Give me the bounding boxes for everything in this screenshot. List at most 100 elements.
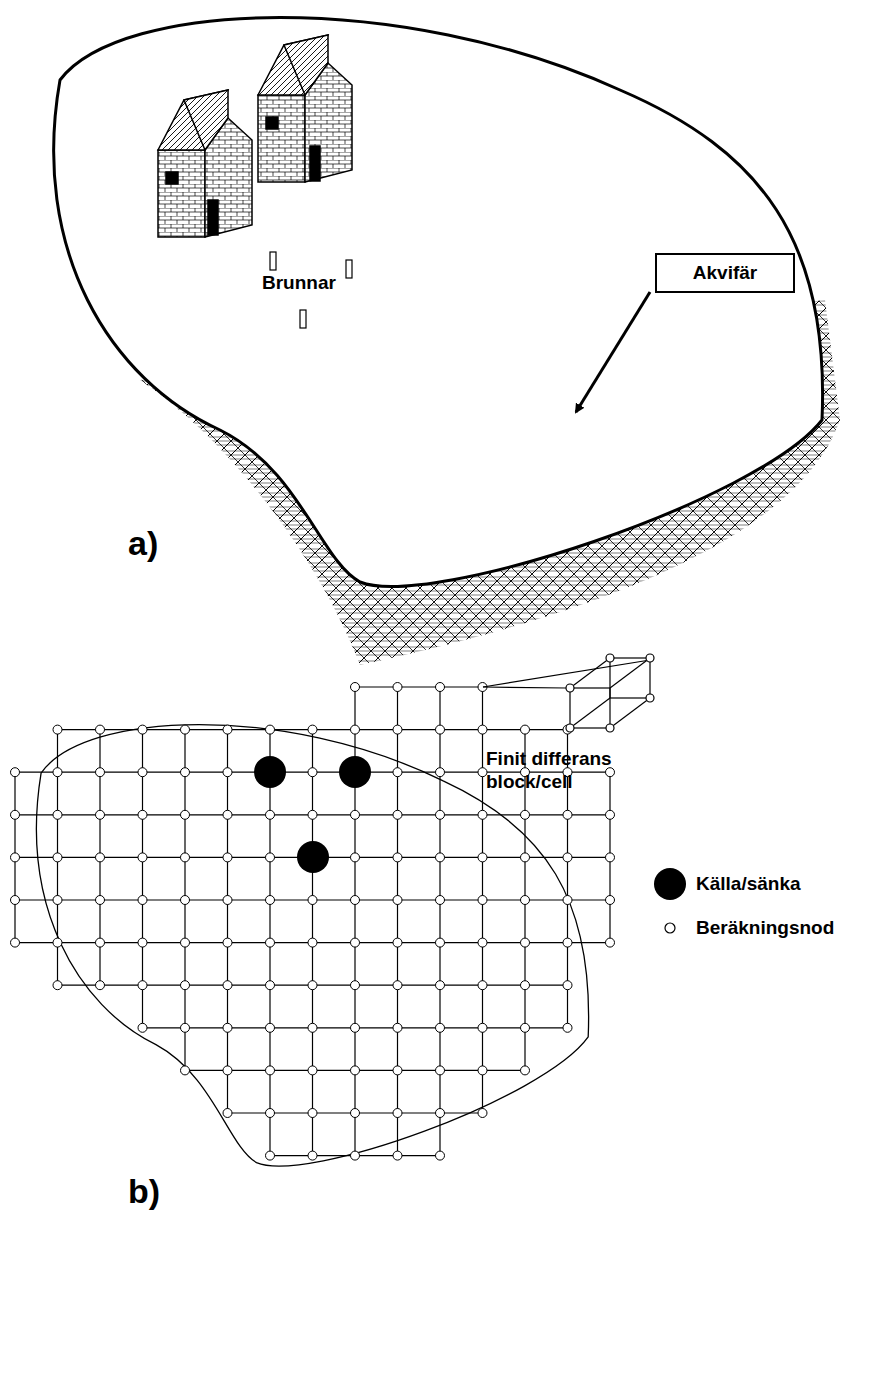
grid-line bbox=[482, 985, 483, 1028]
computation-node bbox=[96, 896, 105, 905]
computation-node bbox=[393, 1023, 402, 1032]
computation-node bbox=[53, 938, 62, 947]
computation-node bbox=[351, 1023, 360, 1032]
computation-node bbox=[308, 725, 317, 734]
computation-node bbox=[181, 768, 190, 777]
computation-node bbox=[606, 938, 615, 947]
computation-node bbox=[563, 1023, 572, 1032]
grid-line bbox=[397, 815, 398, 858]
leader-arrow bbox=[576, 292, 650, 412]
computation-node bbox=[266, 1066, 275, 1075]
computation-node bbox=[436, 1066, 445, 1075]
computation-node bbox=[606, 768, 615, 777]
grid-line bbox=[269, 943, 270, 986]
grid-line bbox=[269, 857, 270, 900]
grid-line bbox=[269, 1070, 270, 1113]
computation-node bbox=[351, 810, 360, 819]
grid-line bbox=[227, 985, 228, 1028]
computation-node bbox=[308, 768, 317, 777]
grid-line bbox=[354, 1113, 355, 1156]
computation-node bbox=[563, 810, 572, 819]
computation-node bbox=[478, 1066, 487, 1075]
computation-node bbox=[308, 1109, 317, 1118]
grid-line bbox=[227, 772, 228, 815]
computation-node bbox=[436, 896, 445, 905]
computation-node bbox=[138, 725, 147, 734]
computation-node bbox=[96, 853, 105, 862]
grid-line bbox=[142, 943, 143, 986]
grid-line bbox=[354, 1028, 355, 1071]
legend-label: Beräkningsnod bbox=[696, 917, 834, 939]
grid-line bbox=[184, 943, 185, 986]
computation-node bbox=[96, 768, 105, 777]
grid-line bbox=[57, 730, 58, 773]
grid-line bbox=[99, 943, 100, 986]
grid-line bbox=[439, 687, 440, 730]
grid-line bbox=[99, 772, 100, 815]
computation-node bbox=[521, 1023, 530, 1032]
computation-node bbox=[521, 810, 530, 819]
grid-line bbox=[14, 772, 15, 815]
computation-node bbox=[393, 938, 402, 947]
grid-line bbox=[142, 857, 143, 900]
grid-line bbox=[354, 943, 355, 986]
computation-node bbox=[478, 1023, 487, 1032]
computation-node bbox=[436, 1023, 445, 1032]
computation-node bbox=[266, 810, 275, 819]
grid-line bbox=[354, 687, 355, 730]
cell-cube bbox=[483, 654, 654, 732]
grid-line bbox=[609, 900, 610, 943]
grid-line bbox=[482, 687, 483, 730]
source-sink bbox=[254, 756, 371, 873]
legend-label: Källa/sänka bbox=[696, 873, 801, 895]
grid-line bbox=[14, 857, 15, 900]
computation-node bbox=[436, 683, 445, 692]
grid-line bbox=[567, 815, 568, 858]
computation-node bbox=[351, 896, 360, 905]
computation-node bbox=[181, 1066, 190, 1075]
grid-line bbox=[312, 1070, 313, 1113]
grid-line bbox=[312, 772, 313, 815]
computation-node bbox=[436, 853, 445, 862]
computation-node bbox=[181, 810, 190, 819]
computation-node bbox=[53, 810, 62, 819]
grid-line bbox=[227, 1070, 228, 1113]
computation-node bbox=[563, 938, 572, 947]
computation-node bbox=[393, 768, 402, 777]
grid-line bbox=[397, 857, 398, 900]
computation-node bbox=[181, 725, 190, 734]
grid-line bbox=[227, 900, 228, 943]
computation-node bbox=[53, 981, 62, 990]
callout-box: Akvifär bbox=[655, 253, 795, 293]
computation-node bbox=[563, 981, 572, 990]
computation-node bbox=[223, 810, 232, 819]
computation-node bbox=[181, 896, 190, 905]
computation-node bbox=[266, 1023, 275, 1032]
grid-line bbox=[482, 943, 483, 986]
computation-node bbox=[521, 1066, 530, 1075]
computation-node bbox=[436, 981, 445, 990]
computation-node bbox=[223, 896, 232, 905]
computation-node bbox=[478, 853, 487, 862]
legend-entry: Beräkningsnod bbox=[652, 910, 834, 946]
grid-line bbox=[312, 943, 313, 986]
grid-line bbox=[312, 1028, 313, 1071]
computation-node bbox=[521, 981, 530, 990]
computation-node bbox=[138, 853, 147, 862]
grid-line bbox=[227, 815, 228, 858]
computation-node bbox=[393, 725, 402, 734]
computation-node bbox=[436, 1151, 445, 1160]
computation-node bbox=[393, 981, 402, 990]
computation-node bbox=[351, 853, 360, 862]
computation-node bbox=[308, 938, 317, 947]
computation-node bbox=[11, 896, 20, 905]
grid-line bbox=[567, 985, 568, 1028]
grid-line bbox=[184, 730, 185, 773]
grid-line bbox=[439, 1028, 440, 1071]
computation-node bbox=[393, 1066, 402, 1075]
grid-line bbox=[439, 1070, 440, 1113]
computation-node bbox=[223, 981, 232, 990]
grid-line bbox=[57, 815, 58, 858]
grid-line bbox=[439, 1113, 440, 1156]
area-outline bbox=[54, 18, 823, 587]
